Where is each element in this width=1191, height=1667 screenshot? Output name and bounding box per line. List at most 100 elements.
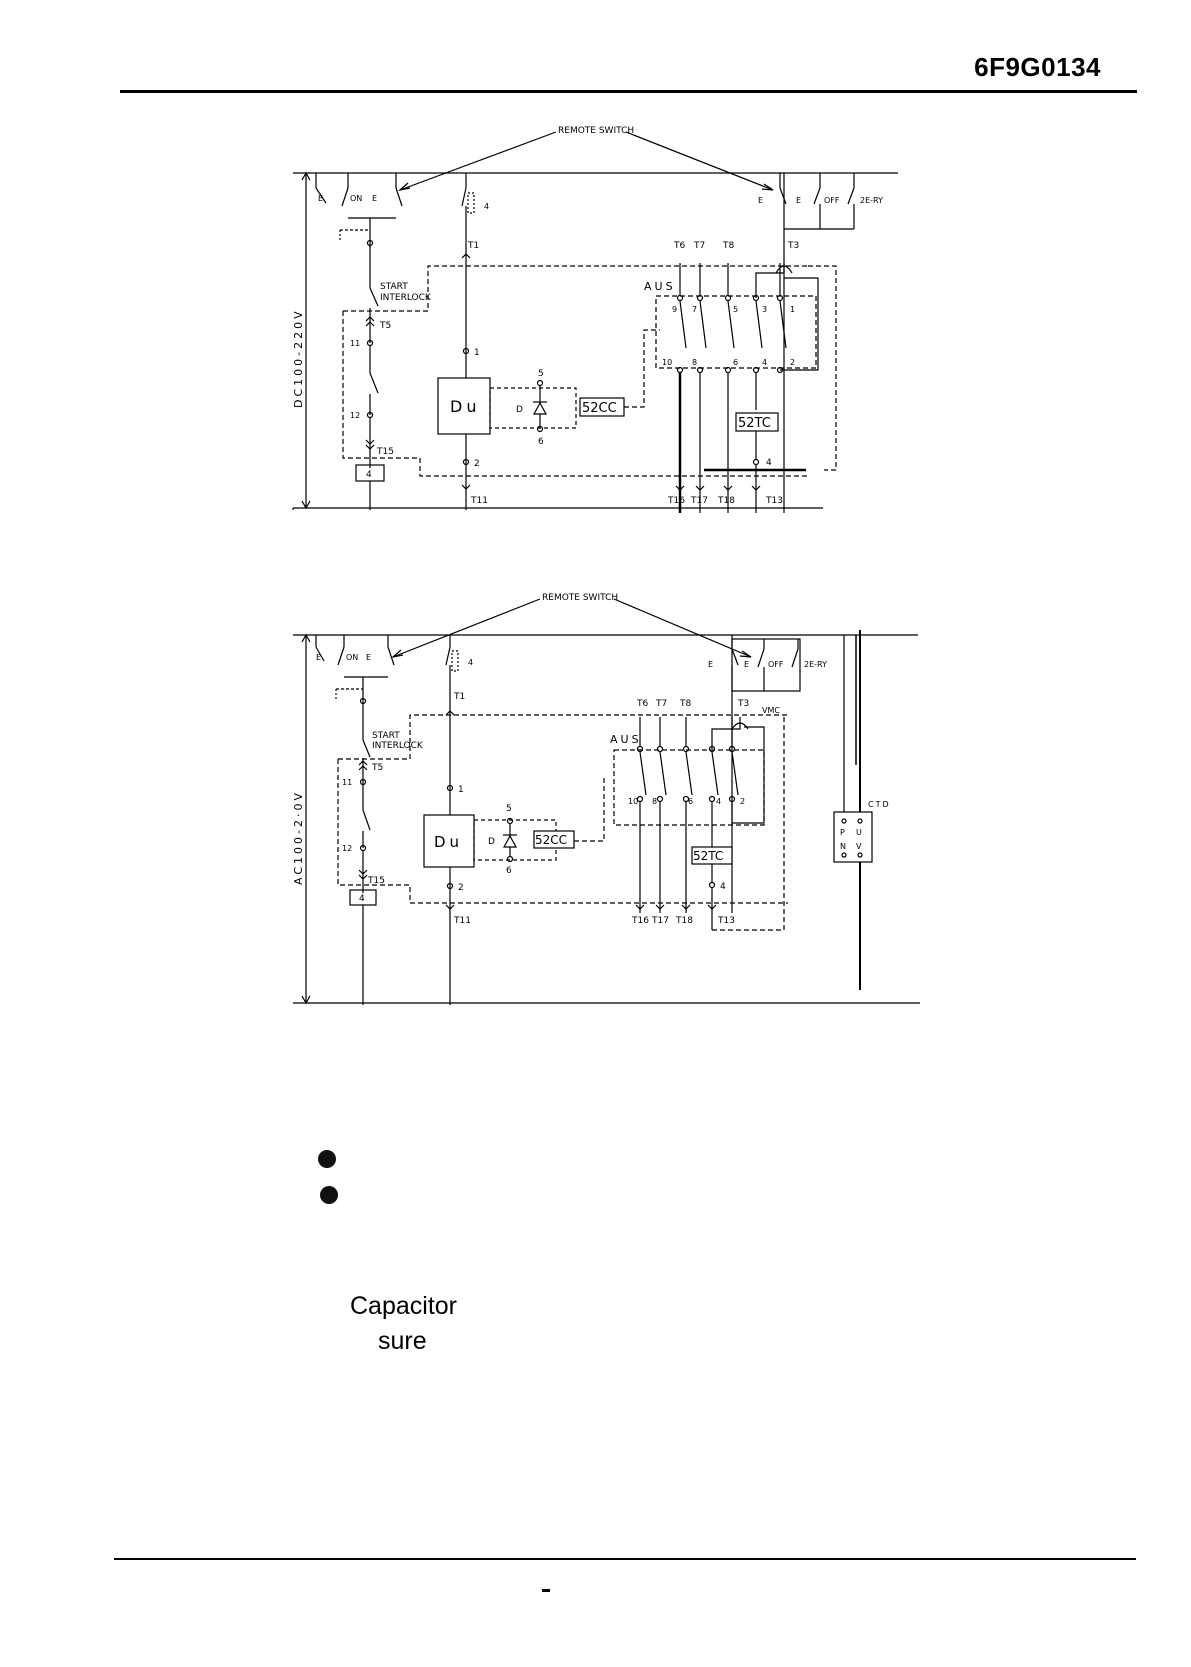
trip-coil-52tc: 52TC bbox=[738, 416, 771, 431]
voltage-label: DC100-220V bbox=[292, 308, 305, 408]
du-unit-label: Du bbox=[450, 397, 480, 416]
aus-switch-label: AUS bbox=[644, 280, 676, 293]
on-label: ON bbox=[346, 653, 358, 662]
t8-label: T8 bbox=[722, 241, 734, 251]
diode-terminal-5: 5 bbox=[506, 804, 512, 814]
aus-terminal-4: 4 bbox=[716, 797, 721, 806]
t16-label: T16 bbox=[667, 496, 685, 506]
e-label-1: E bbox=[318, 194, 323, 203]
header-rule bbox=[120, 90, 1137, 93]
du-terminal-1: 1 bbox=[474, 348, 480, 358]
closing-coil-52cc: 52CC bbox=[535, 833, 567, 847]
page-number-mark bbox=[542, 1589, 550, 1592]
relay4-contact-label: 4 bbox=[484, 202, 489, 211]
e-label-2: E bbox=[366, 653, 371, 662]
terminal-12: 12 bbox=[342, 844, 352, 853]
ctd-label: CTD bbox=[868, 800, 891, 809]
t7-label: T7 bbox=[655, 699, 667, 709]
dc-control-circuit-diagram: REMOTE SWITCH DC100-220V E ON E START IN… bbox=[288, 118, 928, 550]
aus-terminal-1: 1 bbox=[790, 305, 795, 314]
e-label-3: E bbox=[758, 196, 763, 205]
diode-label: D bbox=[516, 405, 523, 415]
bullet-marker bbox=[318, 1150, 336, 1168]
e-label-4: E bbox=[796, 196, 801, 205]
tc-terminal-4: 4 bbox=[720, 882, 726, 892]
voltage-label: AC100-2·0V bbox=[292, 790, 305, 885]
t15-label: T15 bbox=[367, 876, 385, 886]
t3-label: T3 bbox=[787, 241, 799, 251]
closing-coil-52cc: 52CC bbox=[582, 401, 617, 416]
t5-label: T5 bbox=[371, 763, 383, 773]
t1-label: T1 bbox=[467, 241, 479, 251]
aus-terminal-3: 3 bbox=[762, 305, 767, 314]
aus-terminal-6: 6 bbox=[733, 358, 738, 367]
t13-label: T13 bbox=[717, 916, 735, 926]
ry-label: 2E-RY bbox=[804, 660, 827, 669]
aus-terminal-9: 9 bbox=[672, 305, 677, 314]
aus-terminal-4: 4 bbox=[762, 358, 767, 367]
off-label: OFF bbox=[824, 196, 840, 205]
remote-switch-label: REMOTE SWITCH bbox=[542, 593, 618, 603]
t7-label: T7 bbox=[693, 241, 705, 251]
e-label-1: E bbox=[316, 653, 321, 662]
t13-label: T13 bbox=[765, 496, 783, 506]
aus-terminal-6: 6 bbox=[688, 797, 693, 806]
aus-terminal-8: 8 bbox=[692, 358, 697, 367]
t17-label: T17 bbox=[651, 916, 669, 926]
t11-label: T11 bbox=[453, 916, 471, 926]
body-text-line: sure bbox=[378, 1327, 427, 1355]
diode-terminal-6: 6 bbox=[506, 866, 512, 876]
start-label: START bbox=[380, 282, 408, 292]
terminal-11: 11 bbox=[342, 778, 352, 787]
t17-label: T17 bbox=[690, 496, 708, 506]
e-label-3: E bbox=[708, 660, 713, 669]
interlock-label: INTERLOCK bbox=[372, 741, 424, 751]
ry-label: 2E-RY bbox=[860, 196, 883, 205]
t3-label: T3 bbox=[737, 699, 749, 709]
ctd-terminal-p: P bbox=[840, 828, 845, 837]
t16-label: T16 bbox=[631, 916, 649, 926]
t8-label: T8 bbox=[679, 699, 691, 709]
terminal-11: 11 bbox=[350, 339, 360, 348]
footer-rule bbox=[114, 1558, 1136, 1560]
t5-label: T5 bbox=[379, 321, 391, 331]
aus-terminal-5: 5 bbox=[733, 305, 738, 314]
du-terminal-2: 2 bbox=[474, 459, 480, 469]
t18-label: T18 bbox=[675, 916, 693, 926]
bullet-marker bbox=[320, 1186, 338, 1204]
t18-label: T18 bbox=[717, 496, 735, 506]
ctd-terminal-n: N bbox=[840, 842, 846, 851]
aus-switch-label: AUS bbox=[610, 733, 642, 746]
e-label-2: E bbox=[372, 194, 377, 203]
t6-label: T6 bbox=[636, 699, 648, 709]
trip-coil-52tc: 52TC bbox=[693, 849, 723, 863]
ctd-terminal-v: V bbox=[856, 842, 862, 851]
du-terminal-1: 1 bbox=[458, 785, 464, 795]
ctd-terminal-u: U bbox=[856, 828, 862, 837]
document-number: 6F9G0134 bbox=[974, 52, 1101, 82]
t11-label: T11 bbox=[470, 496, 488, 506]
tc-terminal-4: 4 bbox=[766, 458, 772, 468]
diode-terminal-5: 5 bbox=[538, 369, 544, 379]
e-label-4: E bbox=[744, 660, 749, 669]
relay-coil-4: 4 bbox=[366, 470, 372, 480]
du-unit-label: Du bbox=[434, 833, 463, 851]
ac-control-circuit-diagram: REMOTE SWITCH AC100-2·0V E ON E START IN… bbox=[288, 585, 928, 1015]
aus-terminal-2: 2 bbox=[790, 358, 795, 367]
t15-label: T15 bbox=[376, 447, 394, 457]
relay-coil-4: 4 bbox=[359, 894, 365, 904]
relay4-contact-label: 4 bbox=[468, 658, 473, 667]
body-text-line: Capacitor bbox=[350, 1292, 457, 1320]
aus-terminal-2: 2 bbox=[740, 797, 745, 806]
remote-switch-label: REMOTE SWITCH bbox=[558, 126, 634, 136]
diode-terminal-6: 6 bbox=[538, 437, 544, 447]
t6-label: T6 bbox=[673, 241, 685, 251]
start-label: START bbox=[372, 731, 400, 741]
aus-terminal-7: 7 bbox=[692, 305, 697, 314]
off-label: OFF bbox=[768, 660, 784, 669]
du-terminal-2: 2 bbox=[458, 883, 464, 893]
diode-label: D bbox=[488, 837, 495, 847]
t1-label: T1 bbox=[453, 692, 465, 702]
aus-terminal-10: 10 bbox=[628, 797, 638, 806]
interlock-label: INTERLOCK bbox=[380, 293, 432, 303]
